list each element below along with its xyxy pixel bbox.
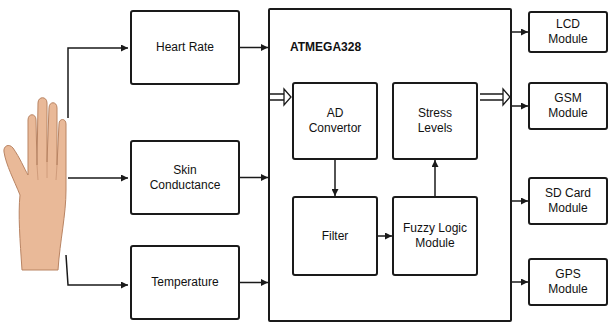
finger-crease [37, 162, 57, 180]
output-module: LCD Module [528, 11, 608, 53]
connector-arrow [240, 177, 268, 179]
connector-arrow [512, 31, 528, 33]
sensor-box: Skin Conductance [130, 140, 240, 215]
process-box: AD Convertor [292, 82, 378, 160]
output-module: SD Card Module [528, 177, 608, 225]
process-box: Stress Levels [392, 82, 478, 160]
bus-line [270, 94, 284, 100]
connector-arrow [434, 160, 436, 196]
hand-illustration [4, 98, 66, 270]
node-label: SD Card Module [535, 186, 601, 216]
node-label: GPS Module [535, 267, 601, 297]
sensor-box: Heart Rate [130, 10, 240, 85]
node-label: Heart Rate [156, 40, 214, 55]
connector-arrow [512, 281, 528, 283]
node-label: Fuzzy Logic Module [399, 221, 471, 251]
bus-head [503, 89, 510, 105]
wire-arrow [68, 177, 128, 179]
process-box: Fuzzy Logic Module [392, 196, 478, 276]
node-label: LCD Module [535, 17, 601, 47]
node-label: ATMEGA328 [290, 40, 361, 55]
output-module: GPS Module [528, 258, 608, 306]
wire-arrow [66, 255, 128, 285]
connector-arrow [240, 47, 268, 49]
node-label: Skin Conductance [137, 163, 233, 193]
connector-arrow [334, 160, 336, 196]
node-label: Stress Levels [399, 106, 471, 136]
bus-line [480, 94, 503, 100]
wire-arrow [68, 48, 128, 118]
connector-arrow [512, 200, 528, 202]
process-box: Filter [292, 196, 378, 276]
connector-arrow [240, 282, 268, 284]
output-module: GSM Module [528, 82, 608, 130]
node-label: AD Convertor [299, 106, 371, 136]
bus-head [284, 89, 291, 105]
connector-arrow [512, 105, 528, 107]
node-label: GSM Module [535, 91, 601, 121]
microcontroller-box: ATMEGA328 AD Convertor Stress LevelsFilter… [268, 8, 512, 322]
sensor-wires [66, 48, 128, 285]
connector-arrow [378, 235, 392, 237]
hand-shape [4, 98, 66, 270]
node-label: Filter [322, 229, 349, 244]
sensor-box: Temperature [130, 245, 240, 320]
node-label: Temperature [151, 275, 218, 290]
